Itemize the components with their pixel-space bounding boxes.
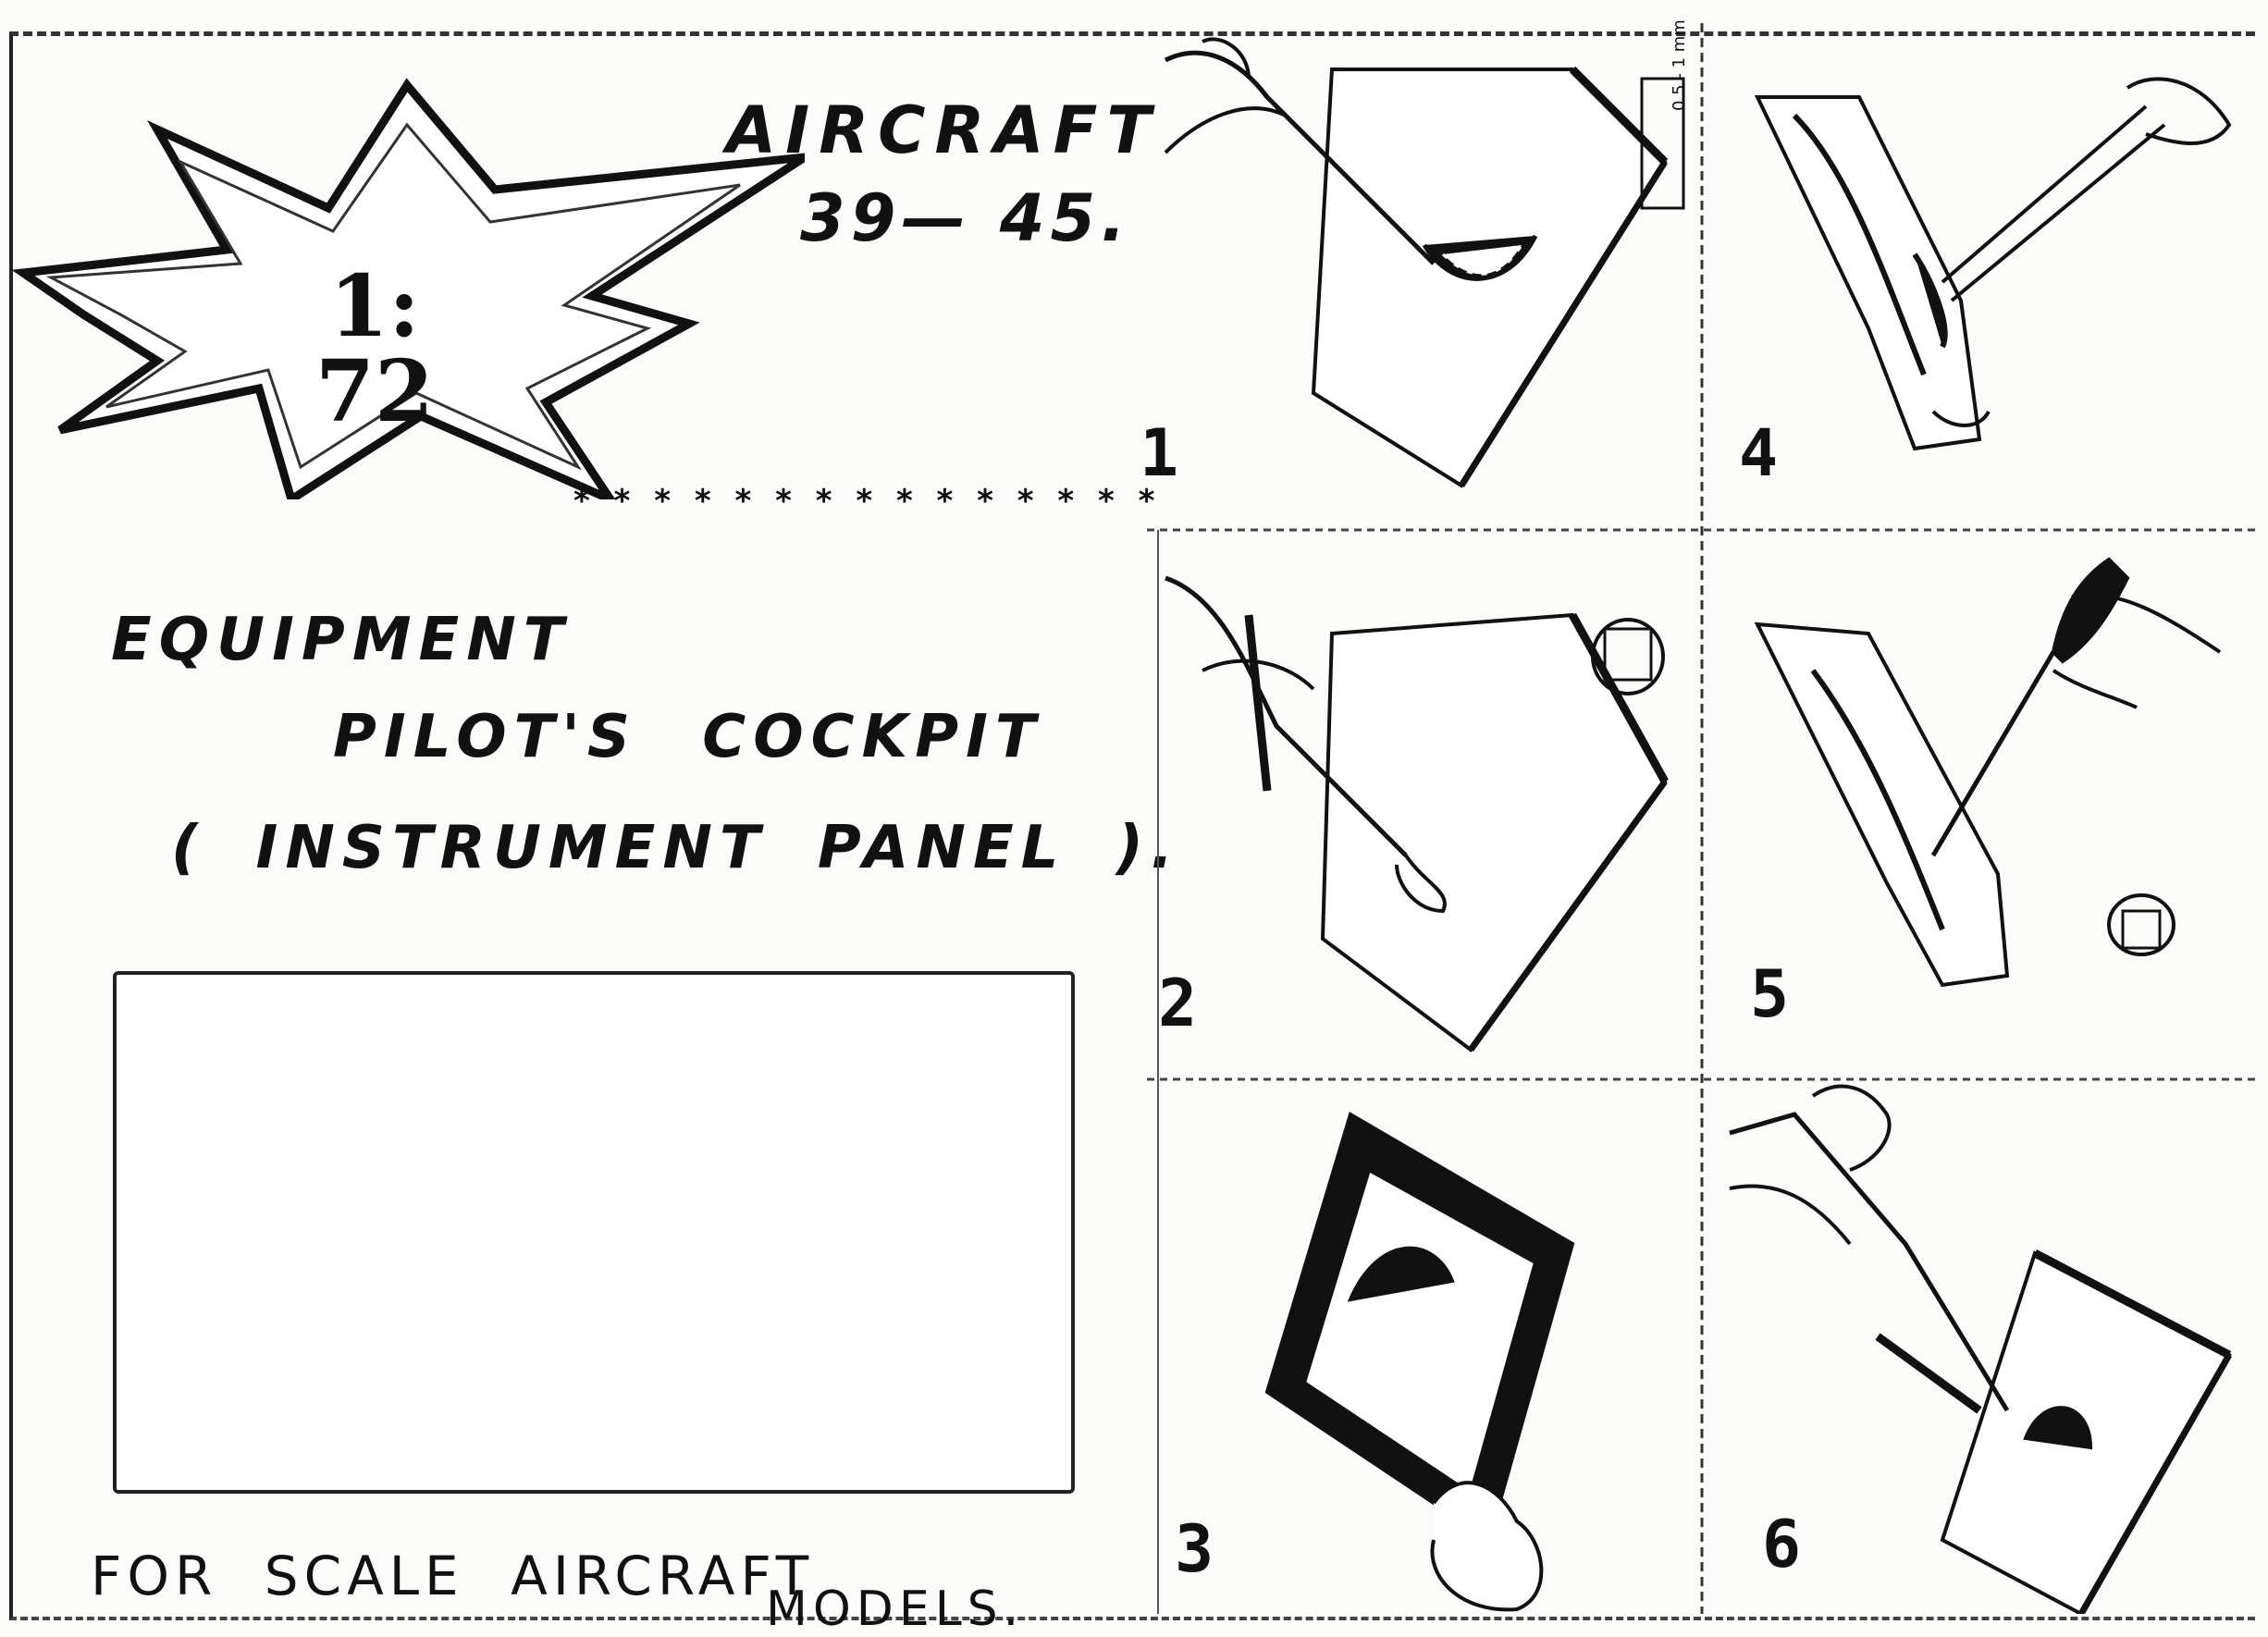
heading-cockpit: PILOT'S COCKPIT [333, 703, 1043, 771]
step-1-illustration [1164, 37, 1685, 488]
starburst-inner-outline [45, 122, 741, 471]
heading-equipment: EQUIPMENT [111, 606, 572, 674]
step-number-3: 3 [1175, 1511, 1214, 1587]
step-5-illustration [1754, 557, 2222, 988]
star-divider: * * * * * * * * * * * * * * * [573, 483, 1162, 520]
instruction-grid [1147, 23, 2257, 1614]
heading-instrument-panel: ( INSTRUMENT PANEL ). [171, 814, 1181, 882]
footer-line-2: MODELS. [766, 1582, 1025, 1637]
step-number-2: 2 [1158, 966, 1198, 1041]
step-number-1: 1 [1140, 415, 1179, 491]
scale-label: 1: 72 [314, 256, 435, 441]
step-6-illustration [1729, 1084, 2233, 1614]
sample-window [113, 971, 1075, 1494]
step-2-illustration [1165, 575, 1669, 1052]
step-number-5: 5 [1750, 956, 1790, 1032]
starburst-badge [11, 78, 805, 499]
footer-line-1: FOR SCALE AIRCRAFT [91, 1545, 815, 1607]
step-number-6: 6 [1762, 1507, 1802, 1582]
starburst-outline [11, 78, 805, 499]
title-aircraft: AIRCRAFT [726, 92, 1161, 168]
step-3-illustration [1264, 1111, 1575, 1612]
sheet-border [9, 31, 2255, 1620]
step-4-illustration [1754, 77, 2232, 451]
dimension-label: 0.5 - 1 mm [1670, 19, 1689, 111]
step-number-4: 4 [1739, 415, 1779, 491]
title-years: 39— 45. [800, 180, 1131, 256]
